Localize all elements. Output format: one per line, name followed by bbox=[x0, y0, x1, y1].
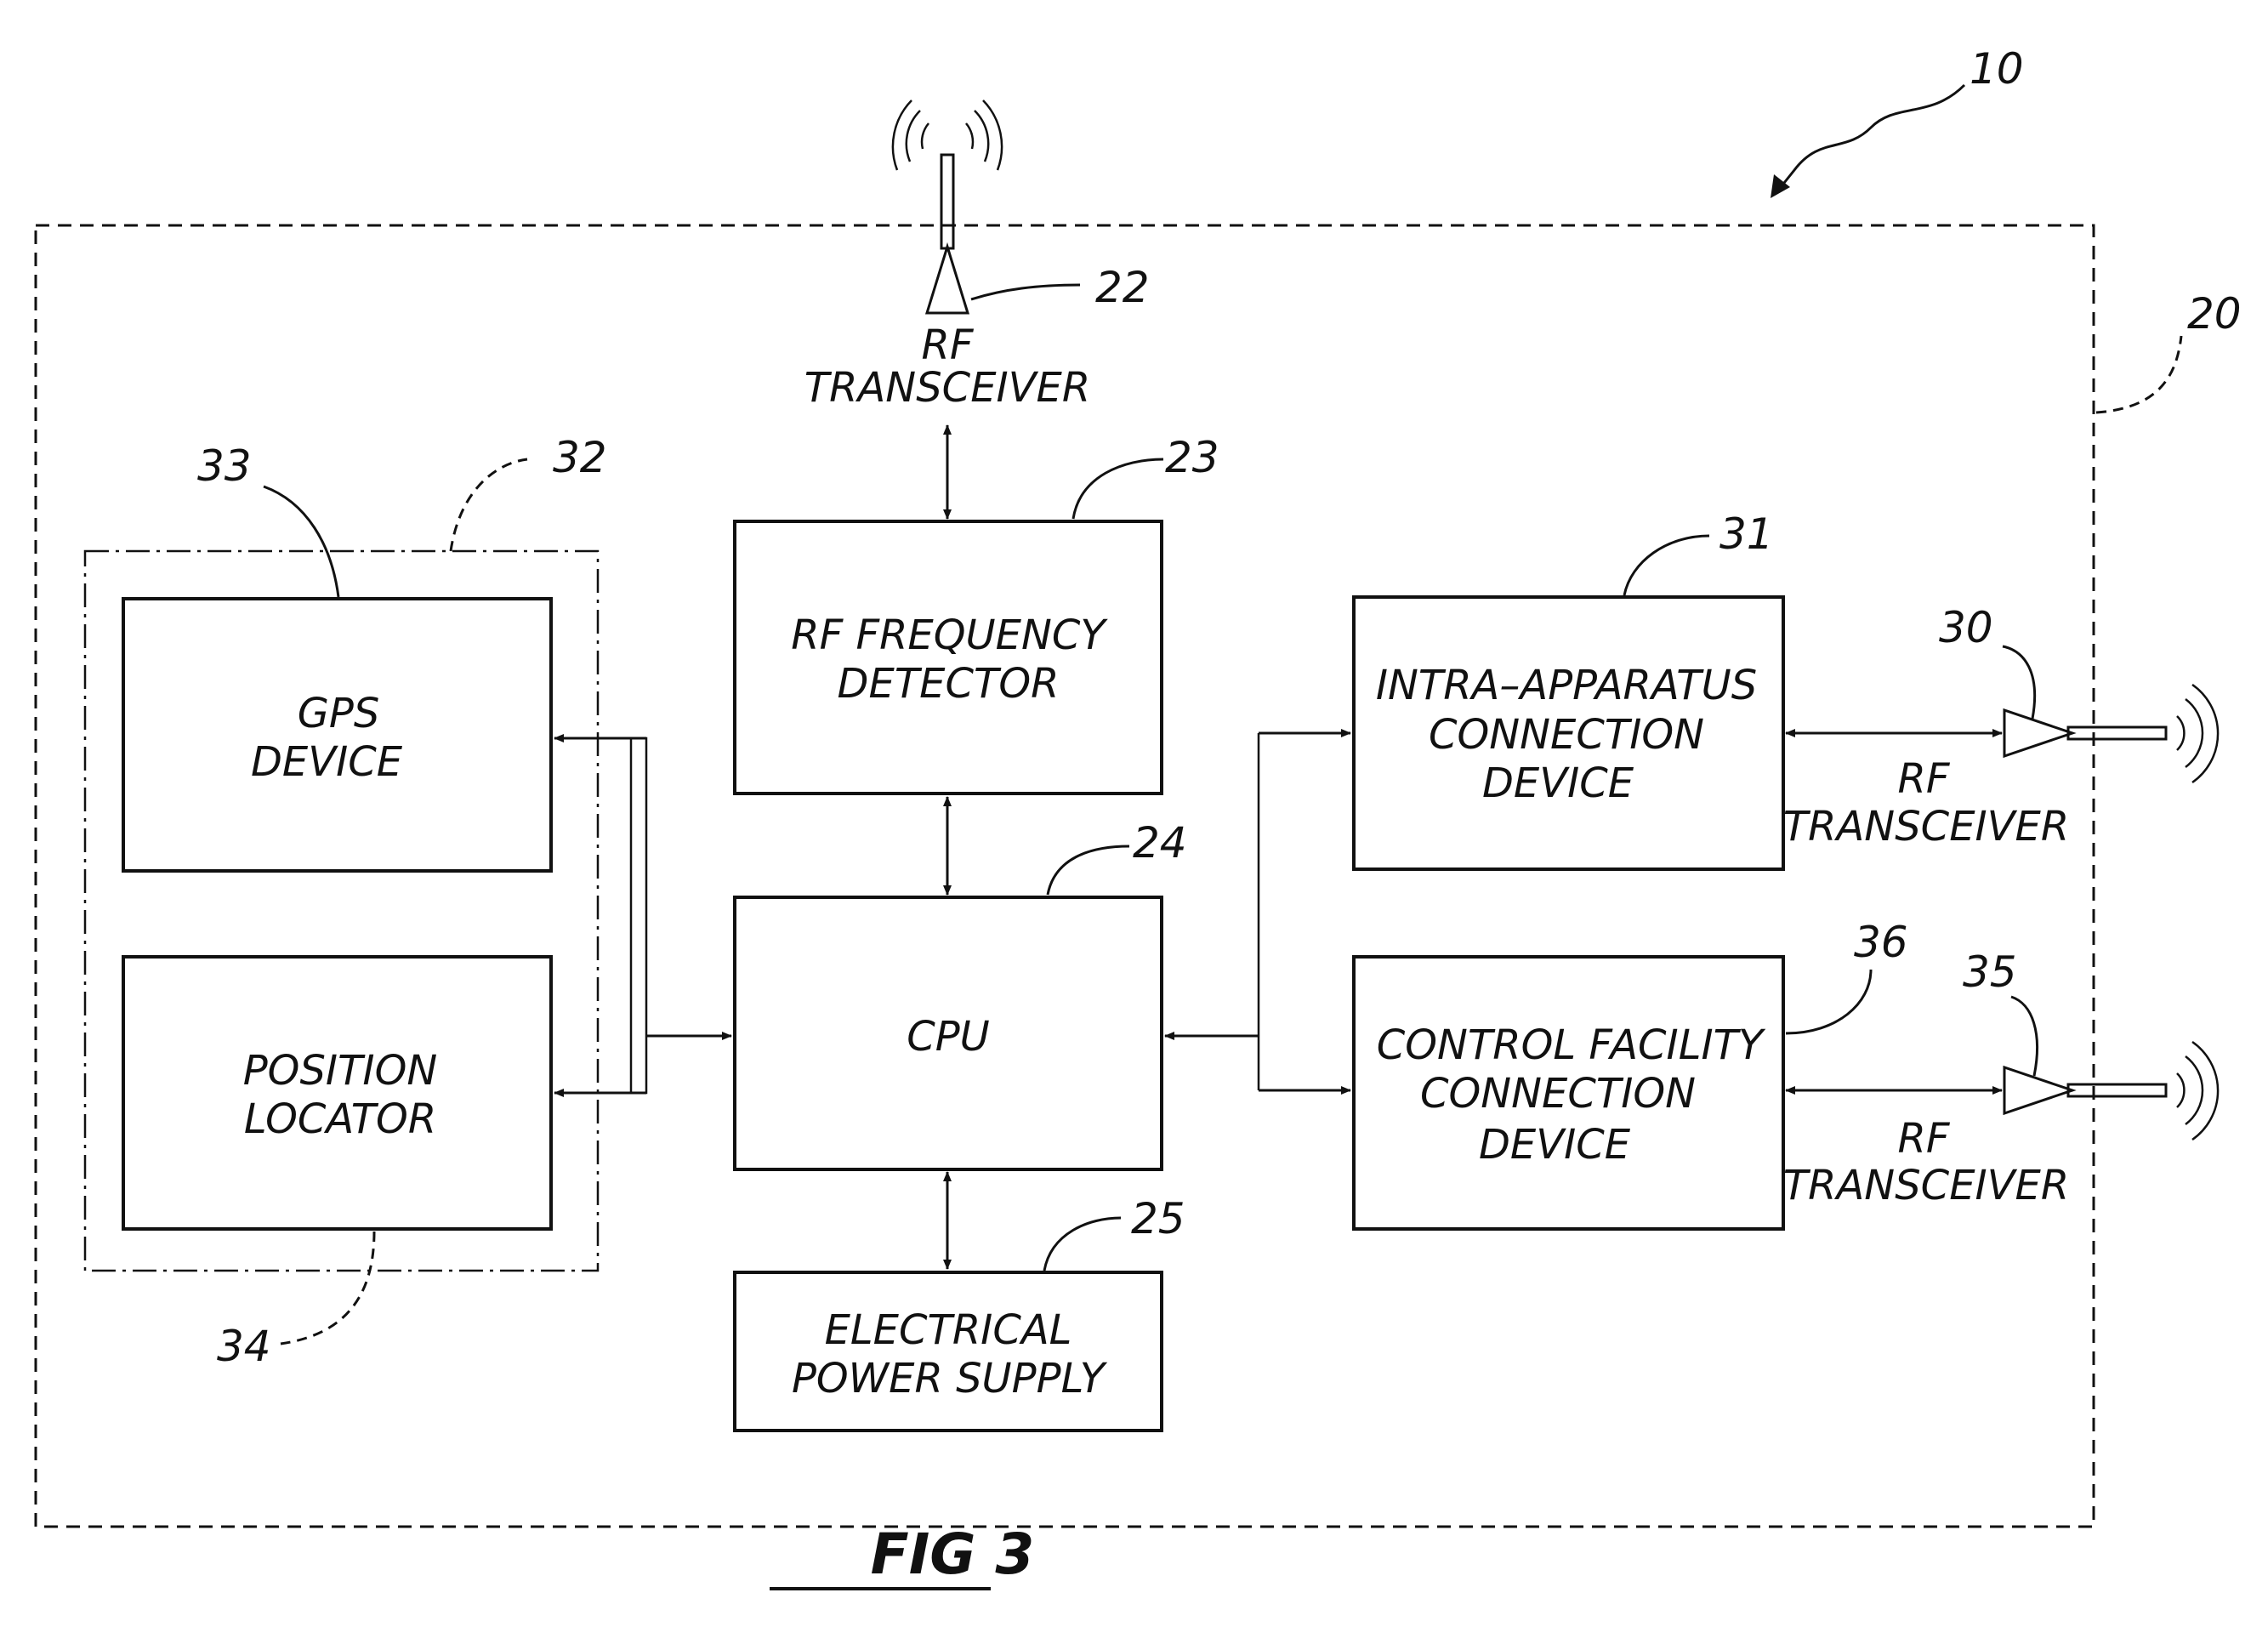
right-lower-transceiver-label-2: TRANSCEIVER bbox=[1783, 1162, 2069, 1209]
ref-30-label: 30 bbox=[1939, 603, 1993, 652]
rf-detector-label-2: DETECTOR bbox=[838, 660, 1060, 708]
ref-20-label: 20 bbox=[2187, 289, 2242, 338]
ref-32-label: 32 bbox=[553, 433, 607, 482]
cpu-block: CPU 24 bbox=[733, 818, 1187, 1171]
right-lower-rf-antenna: 35 RF TRANSCEIVER bbox=[1783, 947, 2220, 1209]
cpu-label: CPU bbox=[907, 1013, 990, 1061]
gps-device-block: GPS DEVICE 33 bbox=[122, 441, 553, 873]
intra-apparatus-connection-block: INTRA–APPARATUS CONNECTION DEVICE 31 bbox=[1352, 509, 1785, 871]
figure-caption-text: FIG 3 bbox=[871, 1522, 1035, 1587]
rf-detector-label-1: RF FREQUENCY bbox=[791, 612, 1108, 659]
ref-22-label: 22 bbox=[1095, 263, 1150, 312]
apparatus-enclosure bbox=[34, 224, 2095, 1528]
ref-24-label: 24 bbox=[1133, 818, 1187, 868]
ref-36-label: 36 bbox=[1854, 918, 1908, 967]
ref-20-callout: 20 bbox=[2095, 289, 2242, 414]
cpu-locator-bus bbox=[554, 734, 732, 1097]
right-lower-transceiver-label-1: RF bbox=[1898, 1115, 1951, 1163]
ref-34-label: 34 bbox=[217, 1322, 271, 1371]
ref-33-label: 33 bbox=[197, 441, 252, 491]
control-facility-label-1: CONTROL FACILITY bbox=[1377, 1021, 1766, 1069]
ref-10-label: 10 bbox=[1970, 44, 2024, 94]
control-facility-connection-block: CONTROL FACILITY CONNECTION DEVICE 36 bbox=[1352, 918, 1908, 1231]
control-facility-label-2: CONNECTION bbox=[1420, 1070, 1696, 1118]
cpu-connection-bus bbox=[1164, 729, 1351, 1095]
locator-group: 32 bbox=[83, 433, 607, 1272]
ref-35-label: 35 bbox=[1963, 947, 2017, 997]
figure-caption: FIG 3 bbox=[770, 1522, 1035, 1590]
right-upper-transceiver-label-1: RF bbox=[1898, 755, 1951, 803]
ref-25-label: 25 bbox=[1131, 1194, 1185, 1243]
rf-frequency-detector-block: RF FREQUENCY DETECTOR 23 bbox=[733, 433, 1219, 795]
right-upper-rf-antenna: 30 RF TRANSCEIVER bbox=[1783, 603, 2220, 850]
intra-apparatus-label-2: CONNECTION bbox=[1429, 711, 1704, 759]
right-upper-transceiver-label-2: TRANSCEIVER bbox=[1783, 803, 2069, 850]
position-locator-block: POSITION LOCATOR 34 bbox=[122, 955, 553, 1371]
intra-apparatus-label-1: INTRA–APPARATUS bbox=[1376, 662, 1757, 709]
power-supply-block: ELECTRICAL POWER SUPPLY 25 bbox=[733, 1194, 1185, 1432]
top-transceiver-label-1: RF bbox=[922, 321, 975, 369]
position-locator-label-1: POSITION bbox=[243, 1047, 438, 1095]
intra-apparatus-label-3: DEVICE bbox=[1482, 759, 1634, 807]
gps-label-1: GPS bbox=[298, 690, 380, 737]
top-transceiver-label-2: TRANSCEIVER bbox=[804, 364, 1090, 412]
antenna-mast bbox=[940, 153, 955, 250]
power-supply-label-1: ELECTRICAL bbox=[825, 1306, 1072, 1354]
top-rf-antenna: 22 RF TRANSCEIVER bbox=[804, 100, 1150, 412]
position-locator-label-2: LOCATOR bbox=[244, 1095, 436, 1143]
antenna-triangle bbox=[924, 242, 970, 315]
gps-label-2: DEVICE bbox=[251, 738, 403, 786]
ref-23-label: 23 bbox=[1165, 433, 1219, 482]
ref-31-label: 31 bbox=[1719, 509, 1774, 559]
power-supply-label-2: POWER SUPPLY bbox=[792, 1355, 1108, 1402]
ref-10-callout: 10 bbox=[1771, 44, 2024, 198]
control-facility-label-3: DEVICE bbox=[1479, 1121, 1631, 1169]
